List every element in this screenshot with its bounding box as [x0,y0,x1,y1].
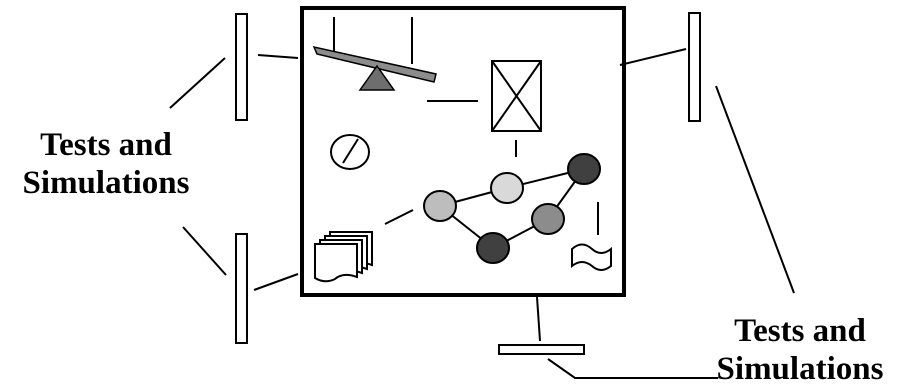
test-panel-bottom [498,344,585,355]
network-node [567,153,601,185]
network-node [423,190,457,222]
document-stack-icon [314,231,373,283]
network-node [490,172,524,204]
lever-icon [312,17,437,91]
network-node [476,232,510,264]
pointer-bottom [547,358,718,379]
link-docs-node [384,209,414,225]
tests-simulations-label-right: Tests and Simulations [700,312,900,388]
pointer-left-bottom [182,226,227,276]
connector-bottom [536,296,541,342]
flag-icon [571,243,612,271]
test-panel-right [688,12,701,122]
system-box [300,6,626,297]
connector-right [619,48,687,66]
label-line-2: Simulations [22,165,190,201]
tests-simulations-label-left: Tests and Simulations [6,126,206,202]
label-line-1: Tests and [40,127,172,163]
test-panel-left-bottom [235,233,248,344]
label-line-1: Tests and [734,313,866,349]
pointer-left-top [169,57,226,109]
gauge-icon [330,134,370,170]
test-panel-left-top [235,13,248,121]
network-node [531,203,565,235]
connector-left-bottom [253,273,299,291]
pointer-right [715,85,795,294]
label-line-2: Simulations [716,351,884,387]
crossed-box-icon [491,60,542,132]
connector-left-top [257,54,299,59]
